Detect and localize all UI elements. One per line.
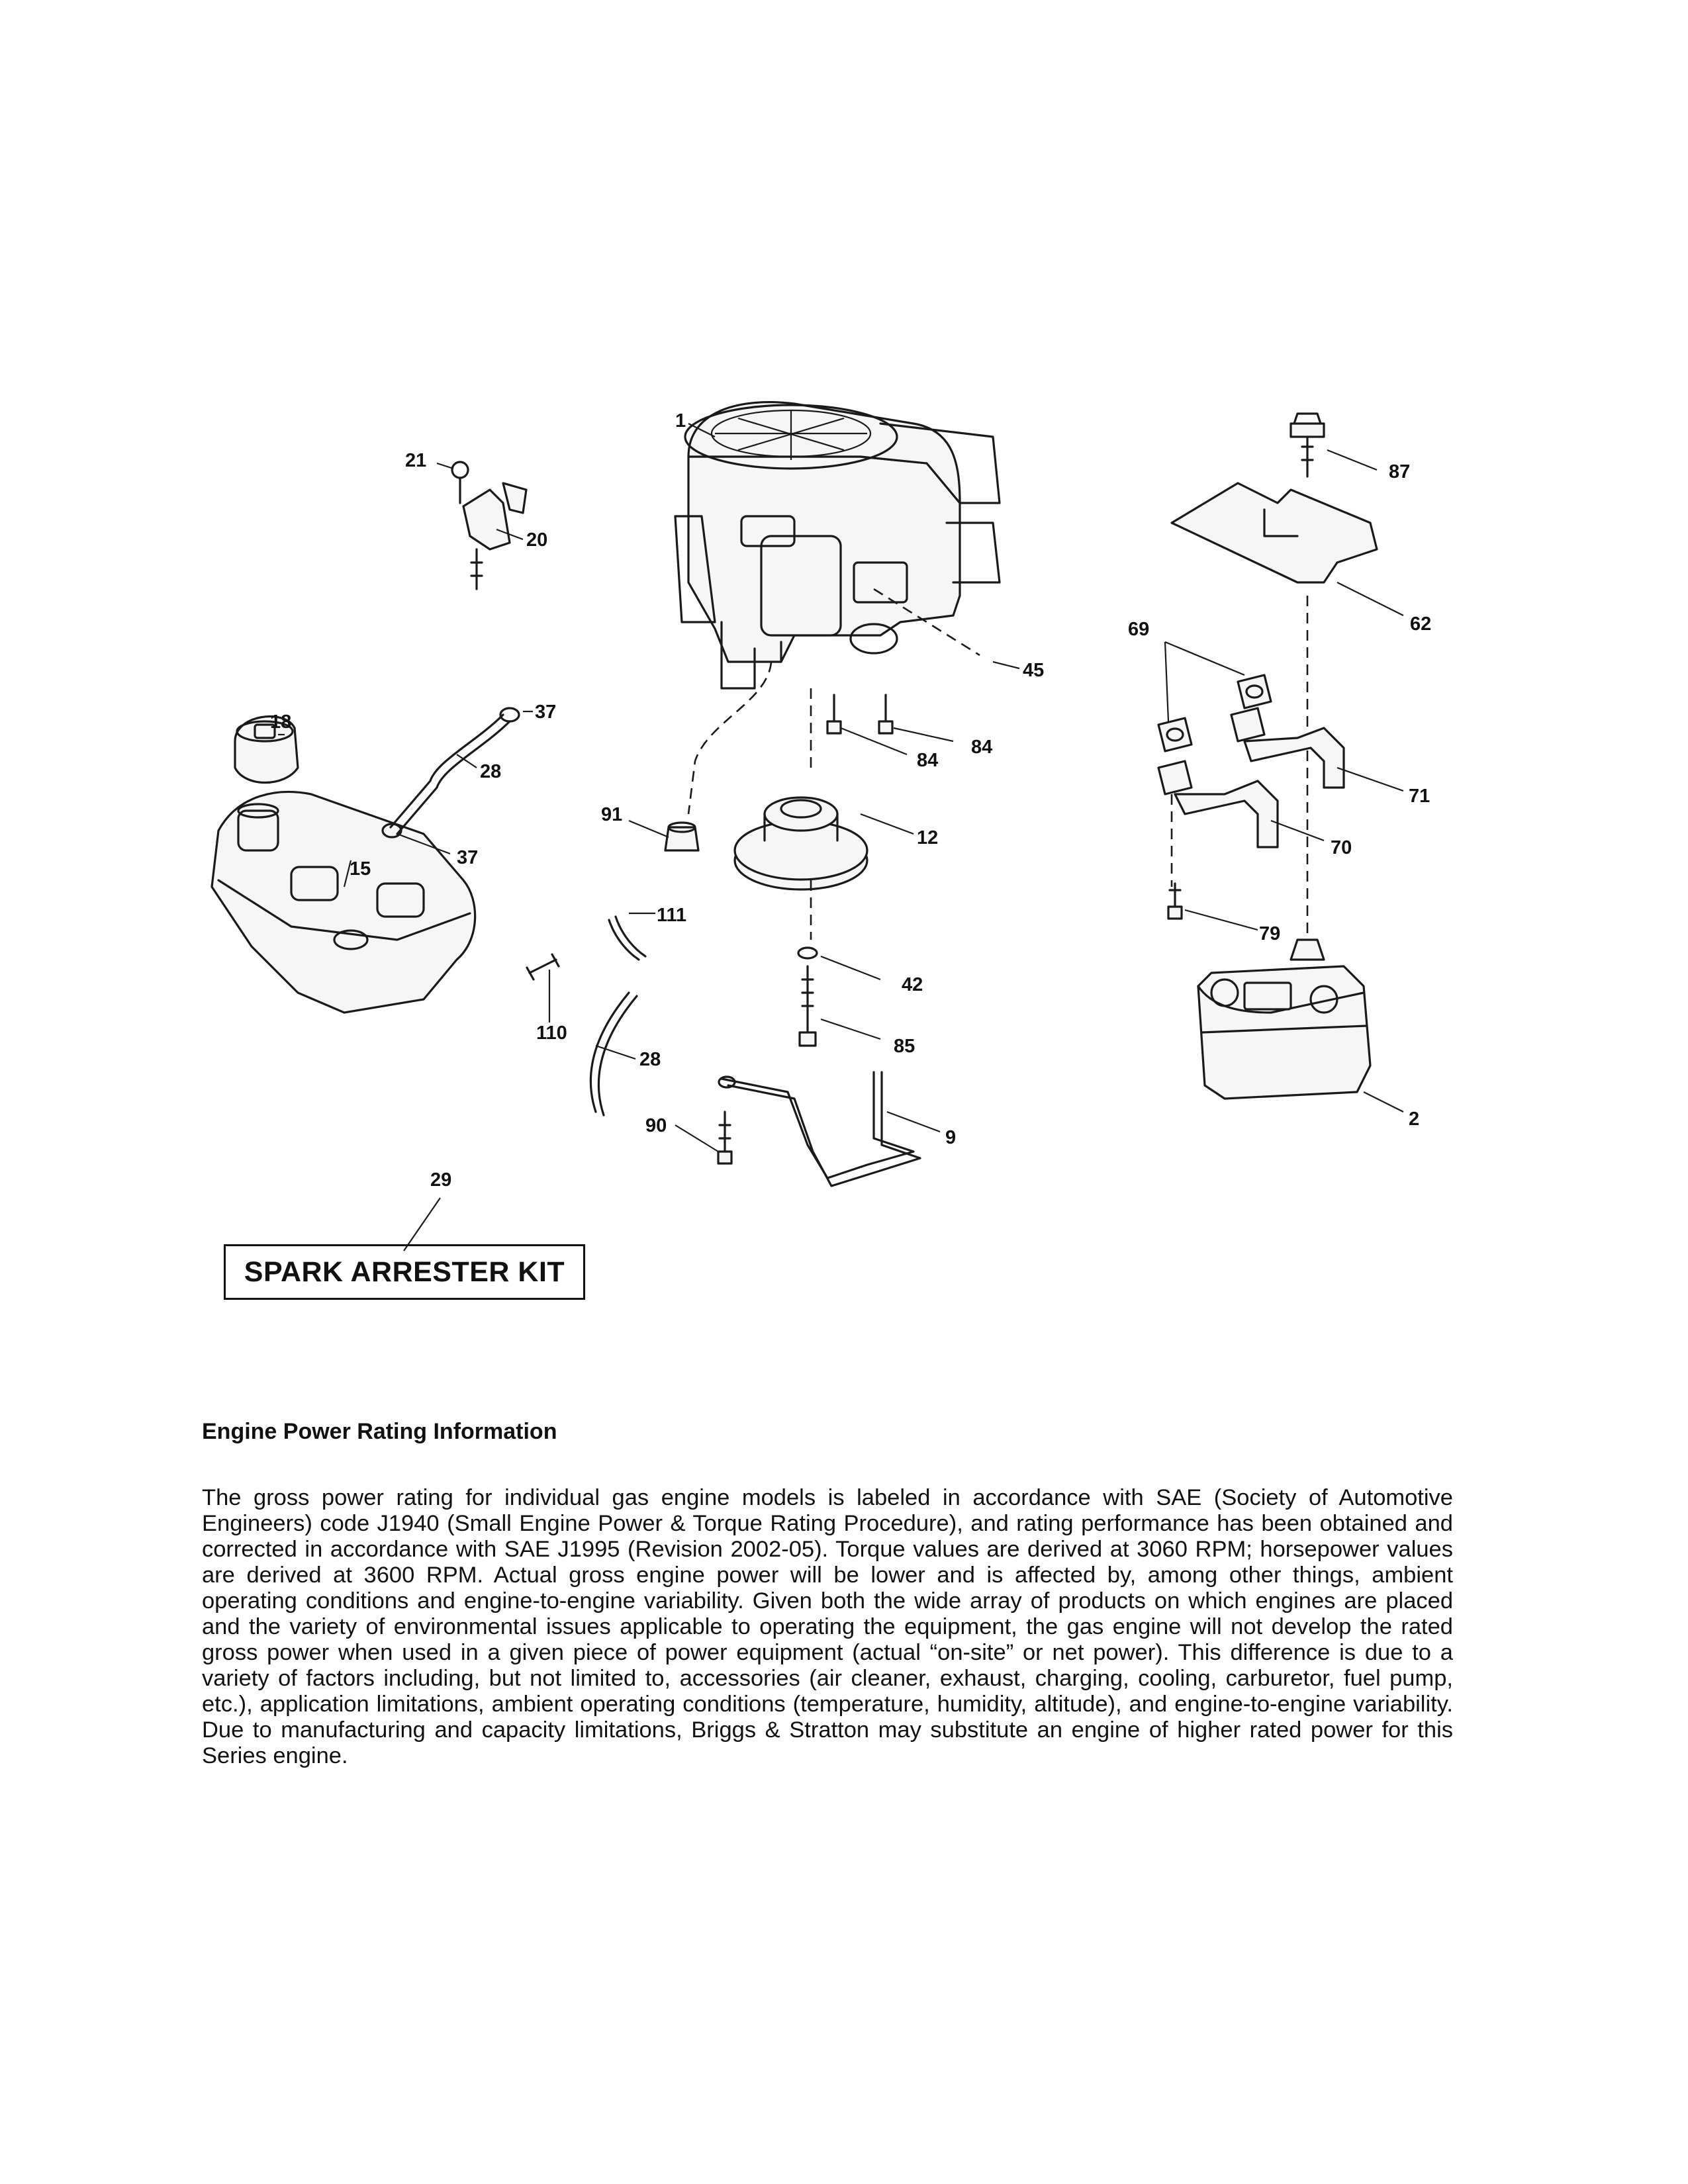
leader-lines [278,423,1404,1152]
fuel-line-part [381,707,647,1116]
exhaust-pipe-part [1157,674,1345,920]
callout-15: 15 [350,858,371,880]
callout-21: 21 [405,450,426,471]
callout-79: 79 [1259,923,1280,944]
callout-90: 90 [645,1115,667,1136]
callout-110: 110 [536,1023,567,1044]
callout-12: 12 [917,827,938,848]
callout-1: 1 [675,410,686,432]
engine-power-rating-text: The gross power rating for individual ga… [202,1485,1453,1768]
bracket-rod-part [717,1071,921,1187]
throttle-bracket-part [451,461,528,590]
callout-69: 69 [1128,619,1149,640]
callout-84b: 84 [971,737,992,758]
callout-29: 29 [430,1169,451,1191]
callout-62: 62 [1410,614,1431,635]
callout-28a: 28 [480,761,501,782]
engine-part [674,401,1001,815]
callout-87: 87 [1389,461,1410,482]
callout-18: 18 [270,711,291,733]
spark-arrester-kit-label: SPARK ARRESTER KIT [224,1244,585,1300]
callout-20: 20 [526,529,547,551]
callout-9: 9 [945,1127,956,1148]
callout-70: 70 [1331,837,1352,858]
muffler-part [1197,938,1372,1100]
fuel-tank-part [211,715,477,1014]
callout-28b: 28 [639,1049,661,1070]
callout-37b: 37 [457,847,478,868]
exploded-parts-diagram: 1 21 20 18 15 37 28 37 91 111 110 28 90 … [211,401,1431,1251]
callout-45: 45 [1023,660,1044,681]
callout-91: 91 [601,804,622,825]
callout-42: 42 [902,974,923,995]
spark-arrester-leader [403,1197,441,1251]
callout-71: 71 [1409,786,1430,807]
heat-shield-part [1170,412,1378,953]
pulley-part [664,688,894,1047]
callout-84a: 84 [917,750,938,771]
callout-37a: 37 [535,702,556,723]
callout-85: 85 [894,1036,915,1057]
engine-power-rating-heading: Engine Power Rating Information [202,1419,557,1444]
callout-2: 2 [1409,1109,1419,1130]
callout-111: 111 [657,905,686,926]
